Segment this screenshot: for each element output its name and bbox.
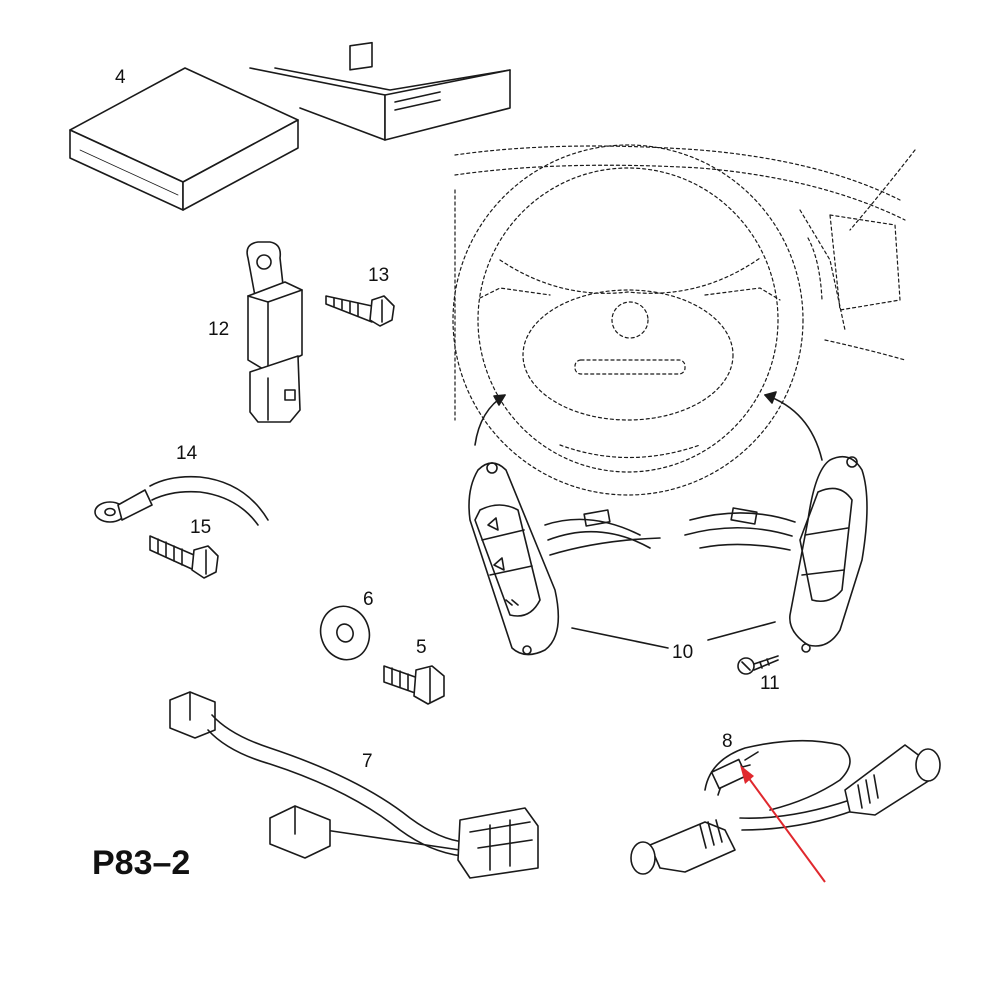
part-8-cable — [630, 739, 941, 875]
part-4-module — [69, 67, 299, 211]
part-12-sensor — [246, 241, 303, 423]
part-7-harness — [169, 691, 539, 879]
callout-5: 5 — [416, 637, 427, 658]
diagram-code: P83–2 — [92, 844, 191, 882]
part-10-right-switch — [684, 455, 868, 653]
part-6-washer — [319, 605, 371, 661]
callout-14: 14 — [176, 443, 198, 464]
part-14-ground-wire — [94, 475, 269, 526]
red-pointer-arrow — [740, 765, 826, 883]
callout-4: 4 — [115, 67, 126, 88]
callout-15: 15 — [190, 517, 212, 538]
callout-6: 6 — [363, 589, 374, 610]
part-15-bolt — [149, 535, 219, 579]
steering-wheel-dashboard — [452, 144, 916, 496]
callout-11: 11 — [760, 673, 780, 694]
callout-7: 7 — [362, 751, 373, 772]
callout-10: 10 — [672, 642, 694, 663]
callout-13: 13 — [368, 265, 390, 286]
part-10-left-switch — [468, 462, 661, 656]
callout-12: 12 — [208, 319, 230, 340]
callout-8: 8 — [722, 731, 733, 752]
part-11-screw — [737, 655, 779, 675]
part-13-bolt — [325, 295, 395, 327]
part-head-unit — [249, 41, 511, 141]
mount-arrows — [474, 391, 823, 461]
part-5-bolt — [383, 665, 445, 705]
